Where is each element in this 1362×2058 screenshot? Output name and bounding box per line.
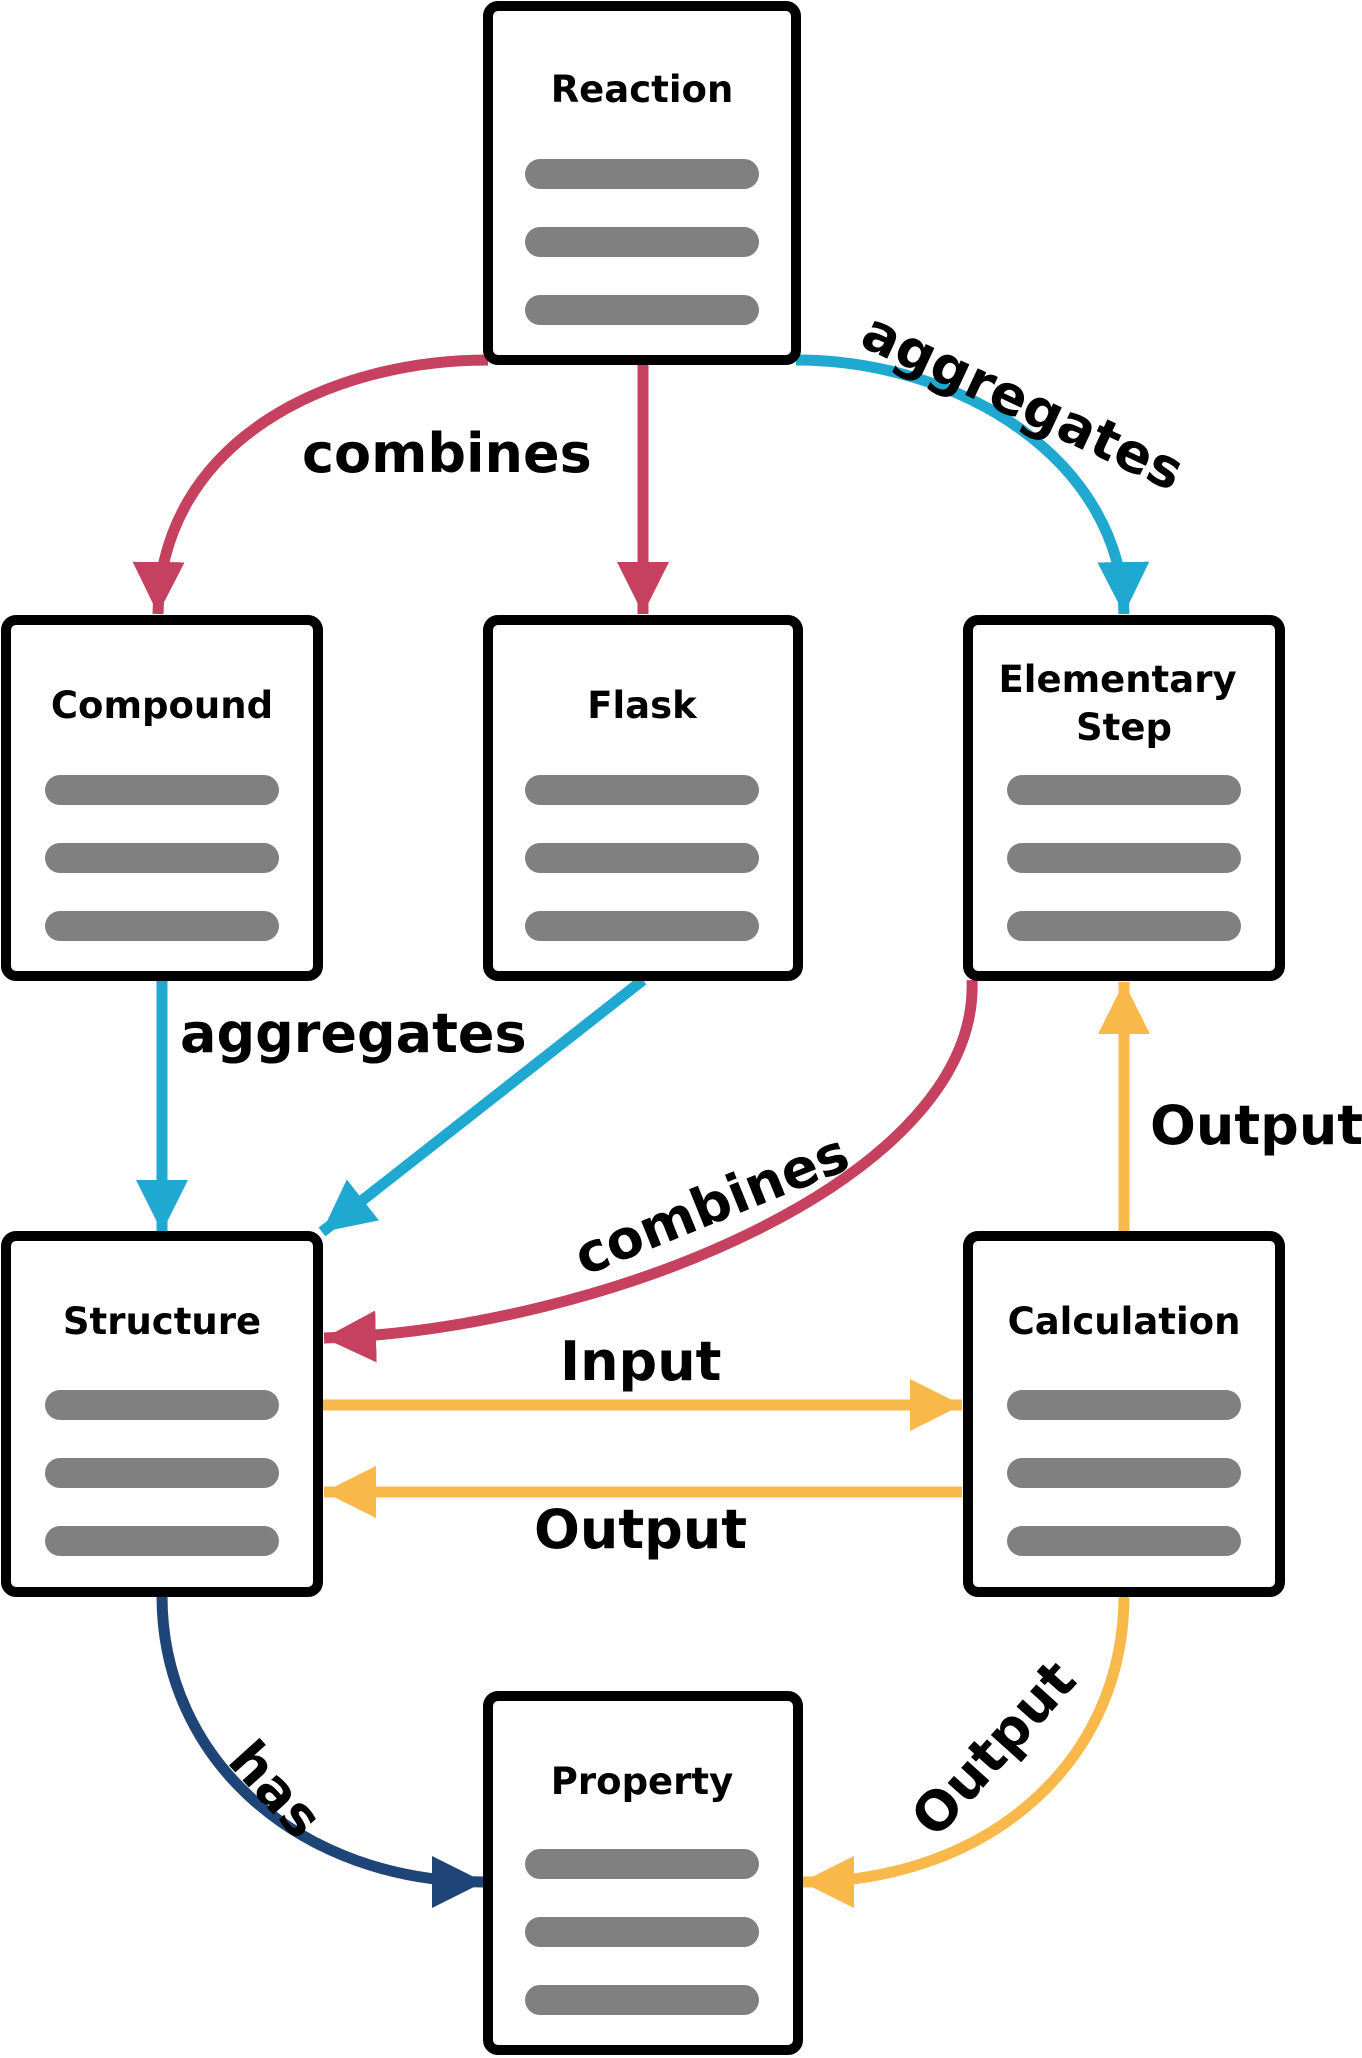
node-property[interactable]: Property xyxy=(483,1691,803,2055)
node-elementary-step-title-line2: Step xyxy=(1076,706,1172,749)
node-flask[interactable]: Flask xyxy=(483,615,803,981)
edge-structure-property xyxy=(156,1595,485,1908)
edge-reaction-elementary xyxy=(795,354,1150,615)
label-reaction-compound: combines xyxy=(302,422,592,485)
node-elementary-step[interactable]: Elementary Step xyxy=(963,615,1285,981)
label-calculation-structure: Output xyxy=(534,1498,747,1561)
node-elementary-step-title-line1: Elementary xyxy=(999,658,1237,701)
edge-flask-structure xyxy=(318,975,647,1237)
label-calculation-elementary: Output xyxy=(1150,1094,1362,1157)
label-structure-calculation: Input xyxy=(560,1330,721,1393)
label-reaction-elementary: aggregates xyxy=(853,300,1194,504)
node-reaction-title: Reaction xyxy=(551,68,734,111)
edges xyxy=(132,354,1150,1908)
node-flask-title: Flask xyxy=(587,684,698,727)
node-structure[interactable]: Structure xyxy=(1,1231,323,1597)
edge-labels: combines aggregates aggregates combines … xyxy=(180,300,1362,1851)
node-compound-title: Compound xyxy=(51,684,273,727)
edge-reaction-compound xyxy=(132,354,489,615)
label-calculation-property: Output xyxy=(899,1648,1088,1849)
edge-elementary-structure xyxy=(323,979,978,1363)
node-calculation[interactable]: Calculation xyxy=(963,1231,1285,1597)
edge-calculation-property xyxy=(801,1595,1130,1908)
node-elementary-step-title: Elementary Step xyxy=(999,658,1250,749)
node-compound[interactable]: Compound xyxy=(1,615,323,981)
label-compound-structure: aggregates xyxy=(180,1002,527,1065)
node-property-title: Property xyxy=(551,1760,733,1803)
label-structure-property: has xyxy=(216,1729,334,1851)
node-structure-title: Structure xyxy=(63,1300,261,1343)
node-reaction[interactable]: Reaction xyxy=(483,1,801,365)
node-calculation-title: Calculation xyxy=(1008,1300,1241,1343)
